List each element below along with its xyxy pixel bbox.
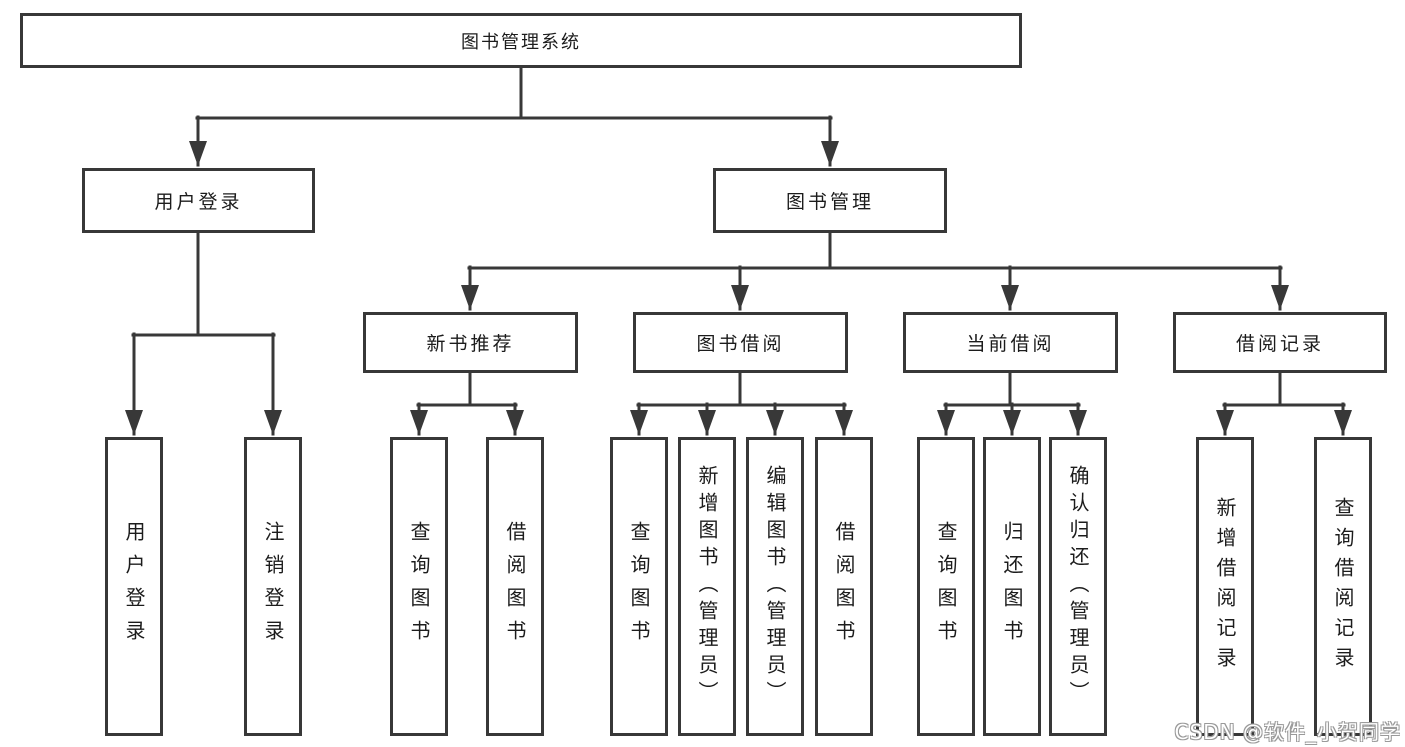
leaf-node-borrow-books-recommend: 借阅图书 (486, 437, 544, 736)
branch-node-user-login: 用户登录 (82, 168, 315, 233)
group-node-label: 借阅记录 (1235, 333, 1324, 355)
group-node-label: 图书借阅 (696, 333, 785, 355)
leaf-node-label: 新增借阅记录 (1213, 496, 1237, 677)
leaf-node-label: 用户登录 (122, 520, 146, 653)
leaf-node-label: 注销登录 (261, 520, 285, 653)
leaf-node-label: 查询图书 (407, 520, 431, 653)
group-node-current-borrow: 当前借阅 (903, 312, 1118, 373)
leaf-node-label: 查询图书 (934, 520, 958, 653)
root-node-library-system: 图书管理系统 (20, 13, 1022, 68)
leaf-node-confirm-return-admin: 确认归还（管理员） (1049, 437, 1107, 736)
group-node-borrow-records: 借阅记录 (1173, 312, 1387, 373)
group-node-label: 新书推荐 (426, 333, 515, 355)
leaf-node-label: 编辑图书（管理员） (763, 465, 787, 708)
leaf-node-label: 新增图书（管理员） (695, 465, 719, 708)
leaf-node-edit-books-admin: 编辑图书（管理员） (746, 437, 804, 736)
leaf-node-label: 归还图书 (1000, 520, 1024, 653)
leaf-node-add-books-admin: 新增图书（管理员） (678, 437, 736, 736)
root-node-label: 图书管理系统 (461, 31, 581, 53)
group-node-label: 当前借阅 (966, 333, 1055, 355)
leaf-node-label: 借阅图书 (503, 520, 527, 653)
leaf-node-label: 查询图书 (627, 520, 651, 653)
leaf-node-query-borrow-record: 查询借阅记录 (1314, 437, 1372, 736)
group-node-new-book-recommend: 新书推荐 (363, 312, 578, 373)
branch-node-book-management: 图书管理 (713, 168, 947, 233)
leaf-node-borrow-books: 借阅图书 (815, 437, 873, 736)
leaf-node-logout: 注销登录 (244, 437, 302, 736)
branch-node-label: 图书管理 (785, 191, 874, 213)
leaf-node-query-books-recommend: 查询图书 (390, 437, 448, 736)
csdn-watermark: CSDN @软件_小贺同学 (1174, 720, 1401, 744)
leaf-node-label: 借阅图书 (832, 520, 856, 653)
branch-node-label: 用户登录 (154, 191, 243, 213)
leaf-node-label: 查询借阅记录 (1331, 496, 1355, 677)
leaf-node-query-books-current: 查询图书 (917, 437, 975, 736)
leaf-node-user-login: 用户登录 (105, 437, 163, 736)
leaf-node-label: 确认归还（管理员） (1066, 465, 1090, 708)
leaf-node-query-books-borrow: 查询图书 (610, 437, 668, 736)
leaf-node-add-borrow-record: 新增借阅记录 (1196, 437, 1254, 736)
group-node-book-borrow: 图书借阅 (633, 312, 848, 373)
leaf-node-return-books: 归还图书 (983, 437, 1041, 736)
